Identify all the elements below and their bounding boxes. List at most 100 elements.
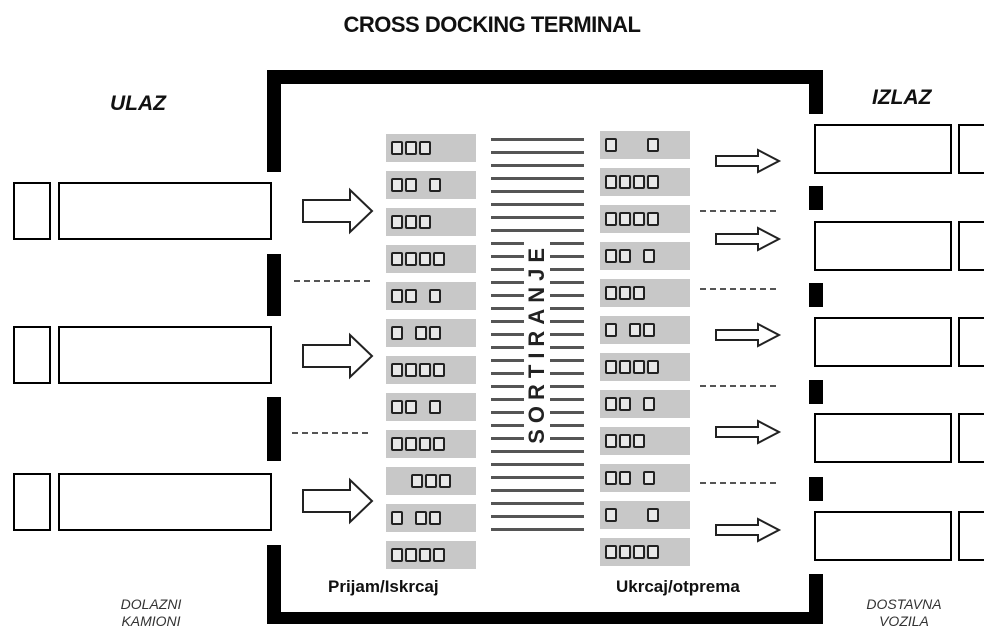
box-icon [605,138,617,152]
box-icon [619,434,631,448]
incoming-truck-cab [13,473,51,531]
box-icon [647,508,659,522]
pallet [600,464,690,492]
left-wall-segment [267,545,281,624]
box-icon [419,141,431,155]
box-icon [429,326,441,340]
inbound-arrow-icon [302,187,374,235]
box-icon [605,434,617,448]
box-icon [405,178,417,192]
right-wall-segment [809,283,823,307]
box-icon [415,326,427,340]
delivery-vehicles-label: DOSTAVNA VOZILA [844,596,964,630]
conveyor-line [491,190,584,193]
pallet [600,316,690,344]
outbound-label: IZLAZ [872,86,932,109]
delivery-van-body [814,317,952,367]
box-icon [391,215,403,229]
left-wall-segment [267,397,281,461]
box-icon [433,252,445,266]
box-icon [391,400,403,414]
receiving-zone-label: Prijam/Iskrcaj [328,577,439,596]
box-icon [391,548,403,562]
box-icon [405,400,417,414]
box-icon [429,178,441,192]
box-icon [633,175,645,189]
incoming-trucks-line1: DOLAZNI [120,596,182,612]
pallet [600,205,690,233]
box-icon [419,437,431,451]
box-icon [619,212,631,226]
box-icon [391,511,403,525]
right-wall-segment [809,186,823,210]
box-icon [429,400,441,414]
incoming-trucks-line2: KAMIONI [121,613,181,629]
delivery-vehicles-line1: DOSTAVNA [866,596,942,612]
box-icon [405,289,417,303]
box-icon [647,545,659,559]
box-icon [425,474,437,488]
pallet [600,131,690,159]
delivery-van-cab [958,413,984,463]
pallet [386,430,476,458]
incoming-trucks-label: DOLAZNI KAMIONI [96,596,206,630]
conveyor-line [491,151,584,154]
delivery-van-cab [958,511,984,561]
left-wall-segment [267,254,281,316]
box-icon [419,548,431,562]
conveyor-line [491,463,584,466]
incoming-truck-trailer [58,326,272,384]
box-icon [619,397,631,411]
pallet [600,353,690,381]
pallet [600,279,690,307]
box-icon [433,437,445,451]
right-wall-segment [809,477,823,501]
box-icon [633,434,645,448]
conveyor-line [491,476,584,479]
box-icon [619,360,631,374]
box-icon [439,474,451,488]
box-icon [405,437,417,451]
box-icon [643,471,655,485]
pallet [386,245,476,273]
box-icon [405,363,417,377]
outbound-arrow-icon [715,148,782,174]
box-icon [605,286,617,300]
inbound-label: ULAZ [110,92,166,115]
box-icon [633,360,645,374]
conveyor-line [491,489,584,492]
box-icon [619,471,631,485]
pallet [386,467,476,495]
conveyor-line [491,164,584,167]
pallet [386,504,476,532]
delivery-van-body [814,124,952,174]
shipping-zone-label: Ukrcaj/otprema [616,577,740,596]
pallet [386,356,476,384]
box-icon [643,323,655,337]
box-icon [405,252,417,266]
box-icon [429,511,441,525]
box-icon [619,175,631,189]
inbound-arrow-icon [302,477,374,525]
left-wall-segment [267,70,281,172]
box-icon [619,286,631,300]
box-icon [605,397,617,411]
right-wall-segment [809,70,823,114]
box-icon [419,363,431,377]
incoming-truck-trailer [58,473,272,531]
pallet [600,168,690,196]
conveyor-line [491,177,584,180]
conveyor-line [491,138,584,141]
incoming-truck-cab [13,326,51,384]
delivery-van-body [814,413,952,463]
box-icon [619,545,631,559]
incoming-truck-trailer [58,182,272,240]
box-icon [643,249,655,263]
shipping-pallet-column [600,131,690,566]
box-icon [605,323,617,337]
delivery-vehicles-line2: VOZILA [879,613,929,629]
conveyor-line [491,450,584,453]
right-wall-segment [809,380,823,404]
right-wall-segment [809,574,823,624]
